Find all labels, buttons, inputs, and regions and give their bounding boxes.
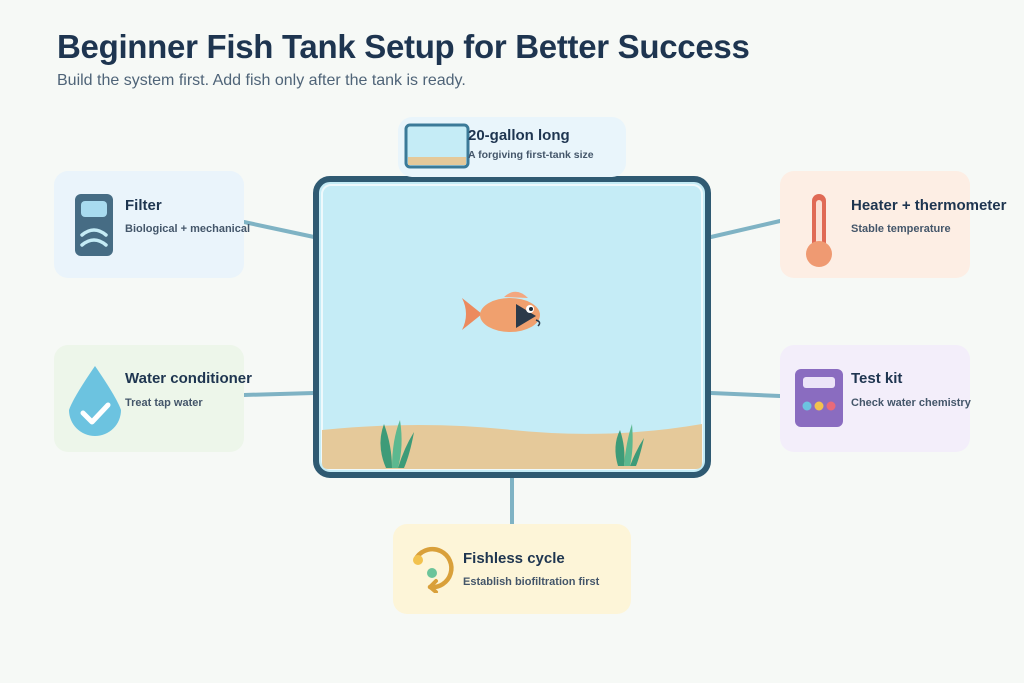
cycle-icon — [413, 546, 454, 593]
filter-title: Filter — [125, 197, 162, 214]
connector-conditioner — [242, 391, 316, 397]
tank-icon — [404, 123, 470, 169]
tank-sand — [322, 424, 702, 469]
cycle-subtitle: Establish biofiltration first — [463, 576, 600, 588]
test-kit-icon — [795, 369, 843, 427]
connector-heater — [709, 219, 782, 239]
plant-right — [615, 424, 644, 466]
heater-title: Heater + thermometer — [851, 197, 1007, 214]
tank-size-title: 20-gallon long — [468, 127, 570, 144]
thermometer-icon — [806, 194, 832, 267]
test-kit-title: Test kit — [851, 370, 903, 387]
heater-subtitle: Stable temperature — [851, 223, 951, 235]
cycle-title: Fishless cycle — [463, 550, 565, 567]
fish — [462, 291, 541, 332]
connector-test-kit — [709, 391, 782, 398]
connector-filter — [242, 220, 316, 239]
page-title: Beginner Fish Tank Setup for Better Succ… — [57, 28, 750, 65]
connector-lines — [242, 219, 782, 526]
page-subtitle: Build the system first. Add fish only af… — [57, 72, 466, 89]
water-drop-check-icon — [69, 366, 121, 436]
filter-icon — [75, 194, 113, 256]
tank-size-subtitle: A forgiving first-tank size — [468, 149, 594, 161]
filter-subtitle: Biological + mechanical — [125, 223, 251, 235]
conditioner-subtitle: Treat tap water — [125, 397, 203, 409]
test-kit-subtitle: Check water chemistry — [851, 397, 971, 409]
conditioner-title: Water conditioner — [125, 370, 252, 387]
plant-left — [380, 420, 414, 468]
aquarium — [313, 176, 711, 478]
